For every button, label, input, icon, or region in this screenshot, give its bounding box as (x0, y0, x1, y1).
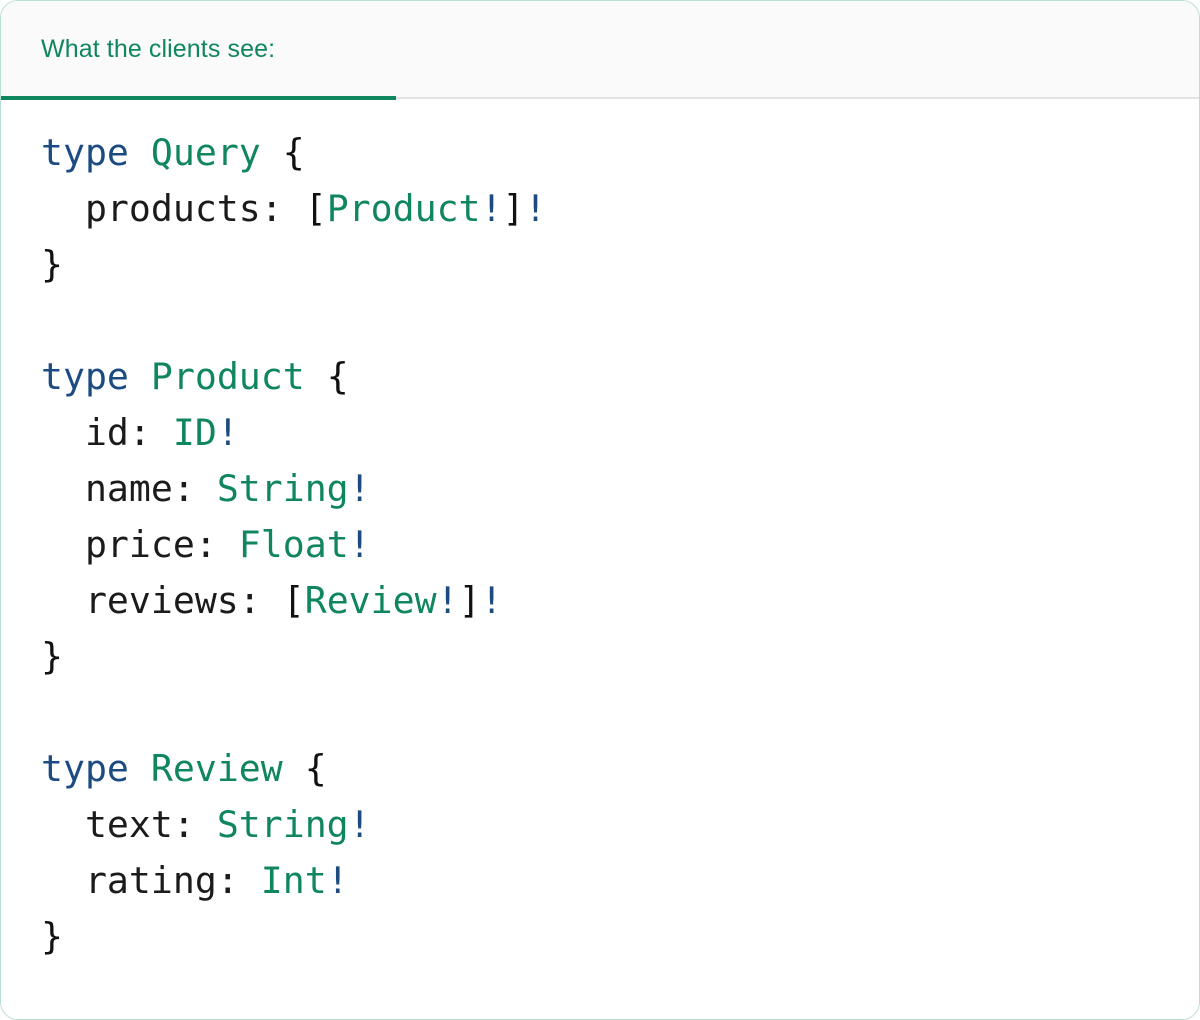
code-token-bang: ! (348, 467, 371, 510)
code-token-plain (151, 411, 173, 454)
code-token-type: Product (150, 355, 305, 398)
code-token-punct: { (326, 355, 349, 398)
code-token-plain (261, 579, 283, 622)
code-line: } (41, 237, 1159, 293)
code-token-bang: ! (480, 579, 503, 622)
code-token-plain (239, 859, 261, 902)
code-token-punct: ] (502, 187, 525, 230)
code-line: type Product { (41, 349, 1159, 405)
code-token-plain (129, 131, 151, 174)
code-token-field: id: (84, 411, 151, 454)
code-token-bang: ! (326, 859, 349, 902)
code-token-plain (195, 803, 217, 846)
code-token-bang: ! (480, 187, 503, 230)
code-token-plain (129, 747, 151, 790)
code-token-field: reviews: (84, 579, 261, 622)
code-token-kw: type (41, 131, 129, 174)
code-line (41, 293, 1159, 349)
code-line: rating: Int! (41, 853, 1159, 909)
code-line: } (41, 909, 1159, 965)
code-token-plain (41, 859, 85, 902)
card-header: What the clients see: (1, 1, 1199, 100)
code-token-kw: type (41, 355, 129, 398)
code-token-field: text: (84, 803, 195, 846)
code-line: } (41, 629, 1159, 685)
code-body: type Query { products: [Product!]!} type… (1, 99, 1199, 1019)
code-line: price: Float! (41, 517, 1159, 573)
code-token-field: products: (84, 187, 283, 230)
code-token-plain (41, 187, 85, 230)
code-token-type: Review (304, 579, 437, 622)
code-line: reviews: [Review!]! (41, 573, 1159, 629)
code-token-punct: } (41, 915, 63, 958)
code-token-plain (283, 747, 305, 790)
code-token-plain (41, 803, 85, 846)
code-line: name: String! (41, 461, 1159, 517)
code-token-plain (283, 187, 305, 230)
code-line: products: [Product!]! (41, 181, 1159, 237)
code-line: text: String! (41, 797, 1159, 853)
code-token-plain (41, 523, 85, 566)
code-token-bang: ! (524, 187, 547, 230)
code-line: type Review { (41, 741, 1159, 797)
code-token-plain (41, 579, 85, 622)
code-token-type: Int (260, 859, 327, 902)
code-token-type: String (216, 467, 349, 510)
graphql-schema-code[interactable]: type Query { products: [Product!]!} type… (41, 125, 1159, 965)
code-token-bang: ! (348, 803, 371, 846)
code-token-type: ID (172, 411, 217, 454)
code-token-punct: } (41, 635, 63, 678)
code-token-punct: [ (282, 579, 305, 622)
code-token-plain (305, 355, 327, 398)
code-token-punct: } (41, 243, 63, 286)
code-line: id: ID! (41, 405, 1159, 461)
code-token-type: Query (150, 131, 261, 174)
code-token-field: price: (84, 523, 217, 566)
code-token-type: Float (238, 523, 349, 566)
code-line: type Query { (41, 125, 1159, 181)
code-token-type: String (216, 803, 349, 846)
code-token-field: name: (84, 467, 195, 510)
code-token-plain (41, 467, 85, 510)
code-token-punct: { (304, 747, 327, 790)
code-token-plain (129, 355, 151, 398)
code-token-type: Product (326, 187, 481, 230)
code-token-punct: { (282, 131, 305, 174)
code-line (41, 685, 1159, 741)
code-token-plain (195, 467, 217, 510)
code-token-plain (41, 411, 85, 454)
code-token-plain (261, 131, 283, 174)
code-token-bang: ! (216, 411, 239, 454)
code-token-field: rating: (84, 859, 239, 902)
code-token-type: Review (150, 747, 283, 790)
code-token-kw: type (41, 747, 129, 790)
code-token-punct: ] (458, 579, 481, 622)
code-token-bang: ! (348, 523, 371, 566)
code-token-bang: ! (436, 579, 459, 622)
tab-label: What the clients see: (41, 34, 276, 63)
code-token-punct: [ (304, 187, 327, 230)
tab-what-the-clients-see[interactable]: What the clients see: (1, 1, 396, 100)
code-token-plain (217, 523, 239, 566)
